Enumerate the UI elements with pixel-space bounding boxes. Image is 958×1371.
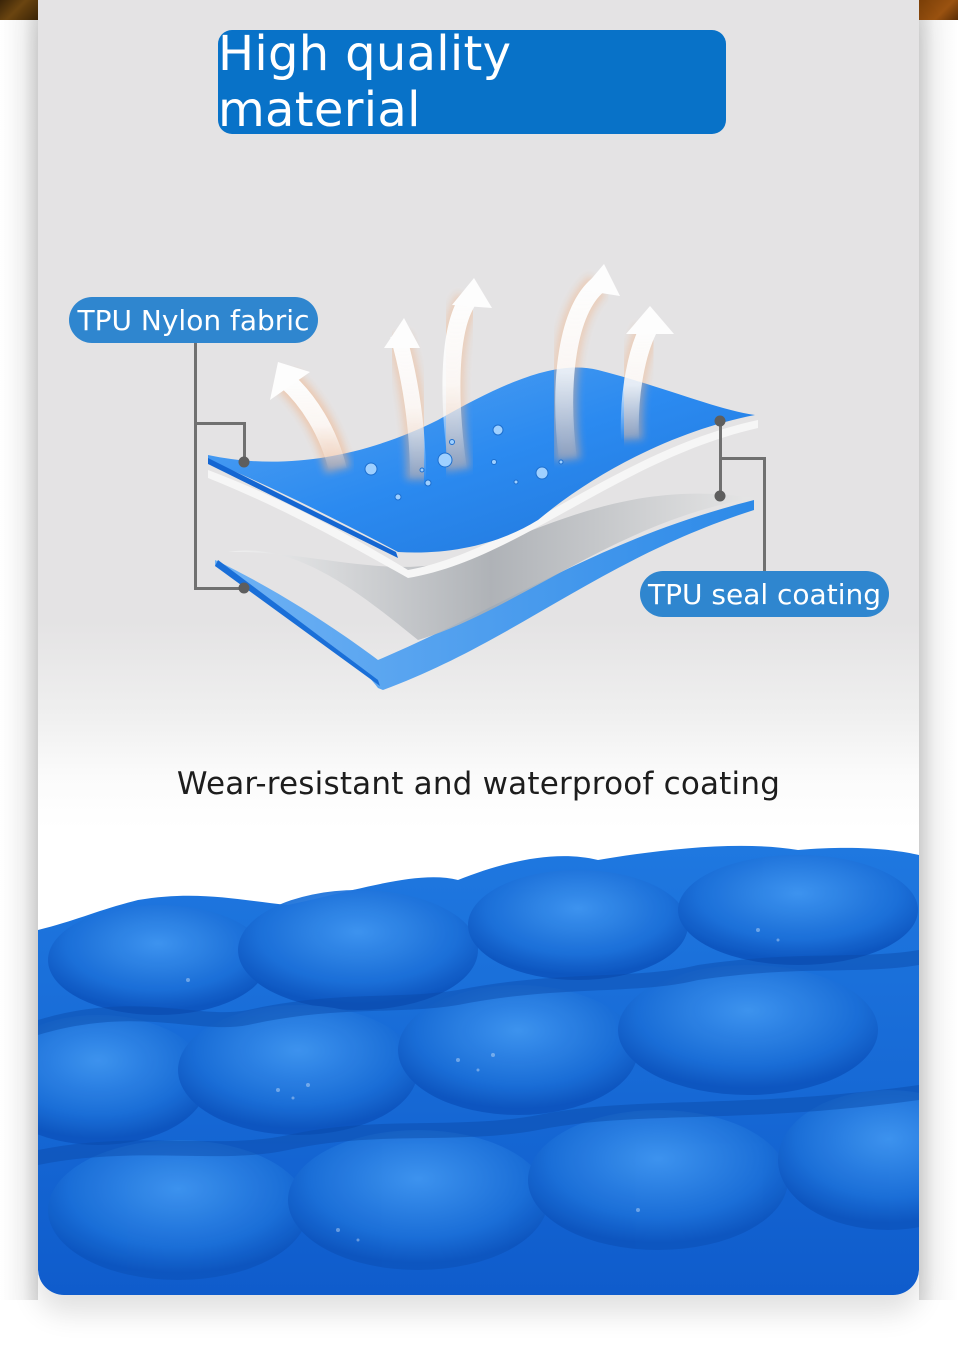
feature-caption: Wear-resistant and waterproof coating bbox=[176, 766, 781, 802]
tpu-nylon-fabric-label: TPU Nylon fabric bbox=[69, 297, 318, 343]
page-edge-right bbox=[919, 20, 958, 1300]
page-edge-left bbox=[0, 20, 38, 1300]
title-banner: High quality material bbox=[218, 26, 726, 138]
steam-arrow-icon bbox=[270, 264, 674, 481]
product-feature-card: High quality material bbox=[38, 0, 919, 1295]
material-layers-diagram bbox=[194, 264, 766, 690]
sleeping-pad-photo bbox=[38, 845, 919, 1295]
neighbor-image-corner-right bbox=[919, 0, 958, 20]
neighbor-image-corner-left bbox=[0, 0, 38, 20]
tpu-seal-coating-label: TPU seal coating bbox=[640, 571, 889, 617]
water-droplet-icon bbox=[364, 424, 564, 501]
